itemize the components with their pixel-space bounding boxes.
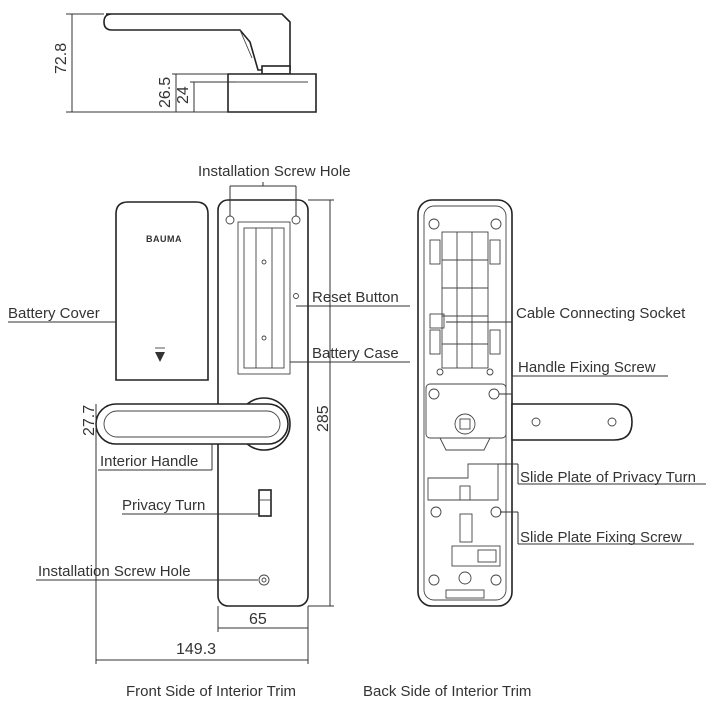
installation-screw-hole-bottom (258, 574, 270, 586)
reset-button (293, 293, 299, 299)
dim-height: 285 (315, 405, 332, 432)
dim-width: 65 (249, 611, 267, 628)
side-view: 72.8 26.5 24 (53, 13, 317, 113)
dim-depth-base: 24 (175, 86, 192, 104)
dim-handle-length: 149.3 (176, 641, 216, 658)
dim-total-depth: 72.8 (53, 43, 70, 74)
label-handle-fixing-screw: Handle Fixing Screw (518, 359, 656, 376)
label-installation-screw-hole-top: Installation Screw Hole (198, 163, 351, 180)
label-reset-button: Reset Button (312, 289, 399, 306)
label-installation-screw-hole-bottom: Installation Screw Hole (38, 563, 191, 580)
cable-connecting-socket (429, 313, 445, 329)
label-slide-plate-fixing-screw: Slide Plate Fixing Screw (520, 529, 682, 546)
dim-handle-height: 27.7 (81, 405, 98, 436)
label-cable-connecting-socket: Cable Connecting Socket (516, 305, 686, 322)
brand-logo: BAUMA (146, 234, 182, 244)
front-view: BAUMA (8, 163, 410, 664)
dim-depth-mid: 26.5 (157, 77, 174, 108)
caption-front: Front Side of Interior Trim (126, 683, 296, 700)
label-interior-handle: Interior Handle (100, 453, 198, 470)
interior-handle (95, 403, 289, 445)
label-battery-case: Battery Case (312, 345, 399, 362)
back-view: Cable Connecting Socket Handle Fixing Sc… (417, 199, 706, 607)
label-privacy-turn: Privacy Turn (122, 497, 205, 514)
arrow-down-icon (155, 352, 165, 362)
battery-case (237, 221, 291, 375)
interior-trim-back (417, 199, 513, 607)
caption-back: Back Side of Interior Trim (363, 683, 531, 700)
battery-cover (115, 201, 209, 381)
privacy-turn (258, 489, 272, 517)
label-battery-cover: Battery Cover (8, 305, 100, 322)
label-slide-plate-privacy-turn: Slide Plate of Privacy Turn (520, 469, 696, 486)
